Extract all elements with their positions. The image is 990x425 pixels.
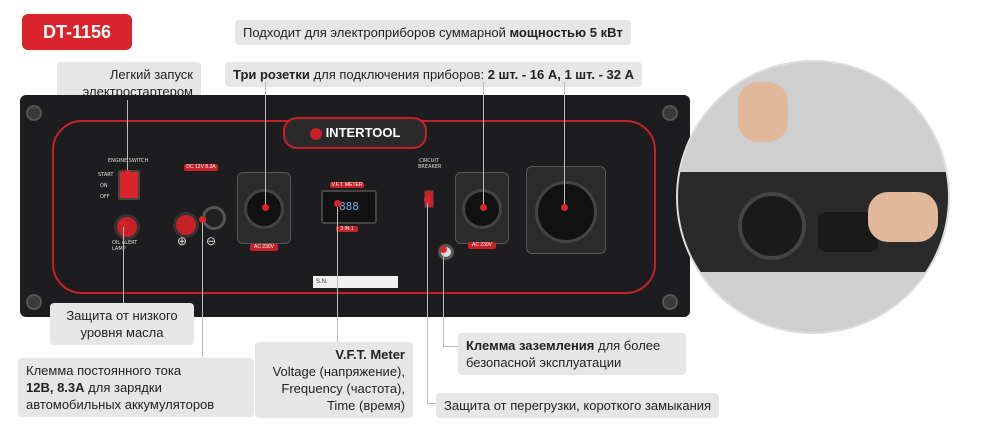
model-badge: DT-1156 — [22, 14, 132, 50]
minus-icon: ⊖ — [206, 234, 217, 248]
engine-switch-label: ENGINE SWITCH — [108, 158, 149, 164]
breaker-callout: Защита от перегрузки, короткого замыкани… — [436, 393, 720, 418]
leader-dot — [124, 170, 131, 177]
ground-callout-bold: Клемма заземления — [466, 338, 595, 353]
screw-icon — [26, 294, 42, 310]
oil-callout-line2: уровня масла — [80, 325, 164, 340]
oil-alert-label: OIL ALERT LAMP — [112, 240, 138, 252]
off-label: OFF — [100, 194, 110, 200]
oil-callout: Защита от низкого уровня масла — [50, 303, 194, 345]
sockets-callout-bold2: 2 шт. - 16 А, 1 шт. - 32 А — [487, 67, 634, 82]
leader-line — [427, 403, 436, 404]
dc-breaker-button[interactable] — [173, 212, 199, 238]
leader-line — [564, 82, 565, 206]
screw-icon — [26, 105, 42, 121]
logo-text: INTERTOOL — [325, 125, 401, 140]
power-callout-bold: мощностью 5 кВт — [509, 25, 623, 40]
leader-dot — [262, 204, 269, 211]
meter-callout: V.F.T. Meter Voltage (напряжение), Frequ… — [255, 342, 413, 418]
dc-callout-line3: автомобильных аккумуляторов — [26, 397, 215, 412]
ac-label-right: AC 230V — [468, 242, 496, 249]
sockets-callout-bold1: Три розетки — [233, 67, 310, 82]
meter-callout-title: V.F.T. Meter — [335, 347, 405, 362]
power-callout-text: Подходит для электроприборов суммарной — [243, 25, 510, 40]
power-callout: Подходит для электроприборов суммарной м… — [235, 20, 631, 45]
screw-icon — [662, 105, 678, 121]
leader-dot — [561, 204, 568, 211]
socket-closeup — [738, 192, 806, 260]
dc-callout-line1: Клемма постоянного тока — [26, 363, 182, 378]
vft-meter-display: 888 — [321, 190, 377, 224]
start-label: START — [98, 172, 114, 178]
screw-icon — [662, 294, 678, 310]
ac-label-left: AC 230V — [250, 244, 278, 251]
dc-terminal-negative[interactable] — [202, 206, 226, 230]
sockets-callout: Три розетки для подключения приборов: 2 … — [225, 62, 642, 87]
leader-line — [123, 227, 124, 303]
oil-alert-lamp — [114, 214, 140, 240]
socket-face — [462, 189, 502, 229]
meter-callout-line2: Frequency (частота), — [281, 381, 405, 396]
oil-callout-line1: Защита от низкого — [66, 308, 178, 323]
dc-callout: Клемма постоянного тока 12В, 8.3А для за… — [18, 358, 254, 417]
serial-nameplate: S.N. — [313, 276, 398, 288]
starter-callout-line1: Легкий запуск — [109, 67, 193, 82]
dc-callout-line2: для зарядки — [84, 380, 162, 395]
leader-line — [427, 203, 428, 403]
ground-callout-line2: безопасной эксплуатации — [466, 355, 622, 370]
ground-callout: Клемма заземления для более безопасной э… — [458, 333, 686, 375]
logo-icon — [309, 127, 322, 140]
leader-line — [443, 346, 458, 347]
leader-line — [202, 223, 203, 358]
leader-dot — [199, 216, 206, 223]
hand — [738, 82, 788, 142]
meter-callout-line3: Time (время) — [326, 398, 405, 413]
leader-dot — [120, 220, 127, 227]
dc-label: DC 12V 8.3A — [184, 164, 218, 171]
leader-dot — [480, 204, 487, 211]
dc-callout-bold: 12В, 8.3А — [26, 380, 85, 395]
leader-line — [483, 82, 484, 206]
circuit-breaker-label: CIRCUIT BREAKER — [418, 158, 442, 170]
meter-callout-line1: Voltage (напряжение), — [272, 364, 405, 379]
leader-line — [443, 253, 444, 346]
socket-face — [535, 181, 597, 243]
hand — [868, 192, 938, 242]
socket-16a-left[interactable] — [237, 172, 291, 244]
leader-line — [337, 207, 338, 342]
leader-dot — [334, 200, 341, 207]
plug-photo — [676, 60, 950, 334]
sockets-callout-text: для подключения приборов: — [309, 67, 488, 82]
leader-dot — [424, 196, 431, 203]
brand-logo: INTERTOOL — [283, 117, 427, 149]
plus-icon: ⊕ — [177, 234, 188, 248]
three-in-one-label: 3 IN 1 — [336, 226, 358, 232]
leader-dot — [440, 246, 447, 253]
ground-callout-rest: для более — [594, 338, 661, 353]
vft-label: V.F.T. METER — [330, 182, 364, 188]
leader-line — [265, 82, 266, 206]
leader-line — [127, 100, 128, 170]
on-label: ON — [100, 183, 108, 189]
